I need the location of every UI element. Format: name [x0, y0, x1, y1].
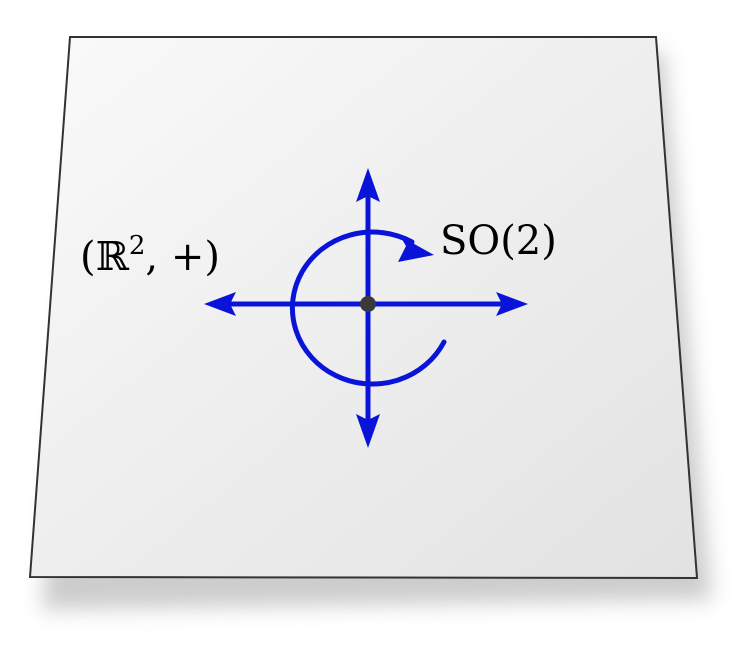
rotation-group-label: SO(2): [440, 218, 557, 264]
rotation-arrowhead: [398, 236, 434, 262]
arrowhead-down: [356, 414, 380, 448]
plane-label-exponent: 2: [129, 231, 146, 261]
circular-arrow-icon: [289, 229, 447, 387]
plane-label-rest: , +): [145, 234, 220, 280]
plane-label-open-paren: (: [80, 234, 96, 280]
plane-group-label: (ℝ2, +): [80, 231, 220, 280]
dot-icon: [360, 296, 376, 312]
arrowhead-up: [356, 168, 380, 202]
arrowhead-right: [496, 292, 528, 316]
arrowhead-left: [204, 292, 236, 316]
plane-label-set-symbol: ℝ: [96, 234, 130, 280]
